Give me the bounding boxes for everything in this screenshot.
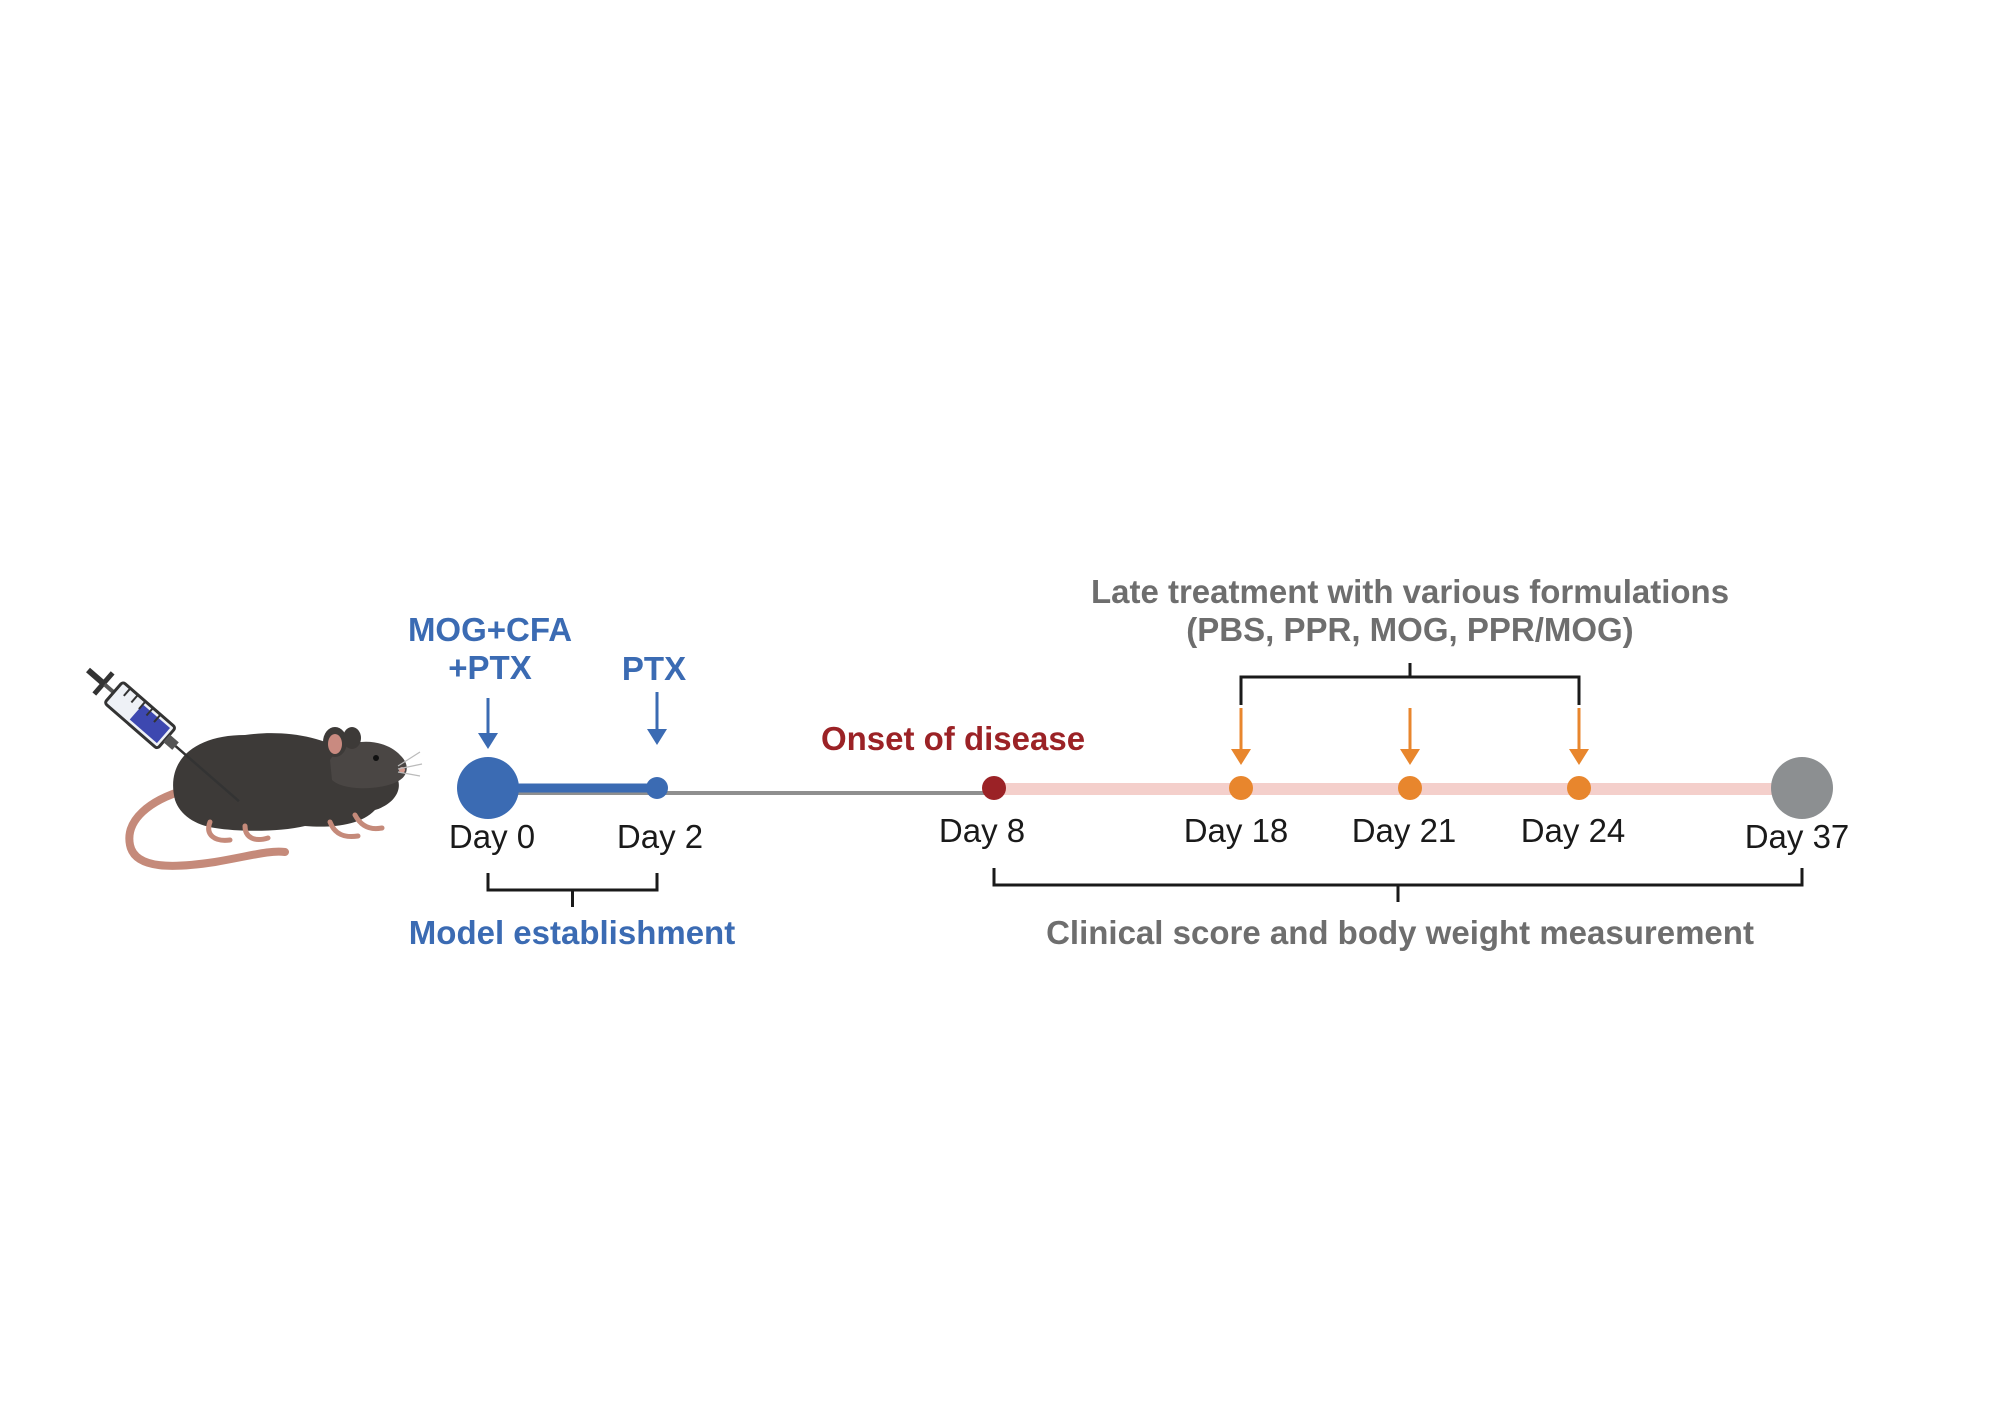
event-marker-day-18 <box>1229 776 1253 800</box>
treatment-arrow-day-24-head <box>1569 749 1589 765</box>
day-label-0: Day 0 <box>448 818 536 855</box>
model-establishment-label: Model establishment <box>408 914 736 951</box>
treatment-arrow-day-18-head <box>1231 749 1251 765</box>
event-marker-day-24 <box>1567 776 1591 800</box>
treatment-arrow-day-21-head <box>1400 749 1420 765</box>
day-label-21: Day 21 <box>1351 812 1457 849</box>
injection-label-line2: +PTX <box>448 648 532 686</box>
event-marker-day-2 <box>646 777 668 799</box>
ptx-label: PTX <box>621 650 687 687</box>
treatment-label: Late treatment with various formulations… <box>1091 573 1729 649</box>
day-label-37: Day 37 <box>1744 818 1850 855</box>
day-label-24: Day 24 <box>1520 812 1626 849</box>
treatment-bracket <box>1239 675 1581 705</box>
mouse-icon <box>125 727 423 870</box>
syringe-icon <box>86 667 240 803</box>
day-label-2: Day 2 <box>616 818 704 855</box>
day-label-18: Day 18 <box>1183 812 1289 849</box>
injection-label: MOG+CFA +PTX <box>408 611 572 687</box>
event-marker-day-37 <box>1771 757 1833 819</box>
disease-period-band <box>994 783 1802 795</box>
injection-arrow-head <box>478 733 498 749</box>
onset-label: Onset of disease <box>820 720 1086 757</box>
day-label-8: Day 8 <box>938 812 1026 849</box>
measurement-bracket <box>992 868 1804 887</box>
event-marker-day-8 <box>982 776 1006 800</box>
model-establishment-bracket <box>486 873 659 892</box>
ptx-arrow-head <box>647 729 667 745</box>
measurement-label: Clinical score and body weight measureme… <box>1046 914 1754 951</box>
treatment-label-line1: Late treatment with various formulations <box>1090 573 1730 610</box>
event-marker-day-21 <box>1398 776 1422 800</box>
injection-label-line1: MOG+CFA <box>407 611 573 648</box>
treatment-label-line2: (PBS, PPR, MOG, PPR/MOG) <box>1186 610 1634 648</box>
event-marker-day-0 <box>457 757 519 819</box>
